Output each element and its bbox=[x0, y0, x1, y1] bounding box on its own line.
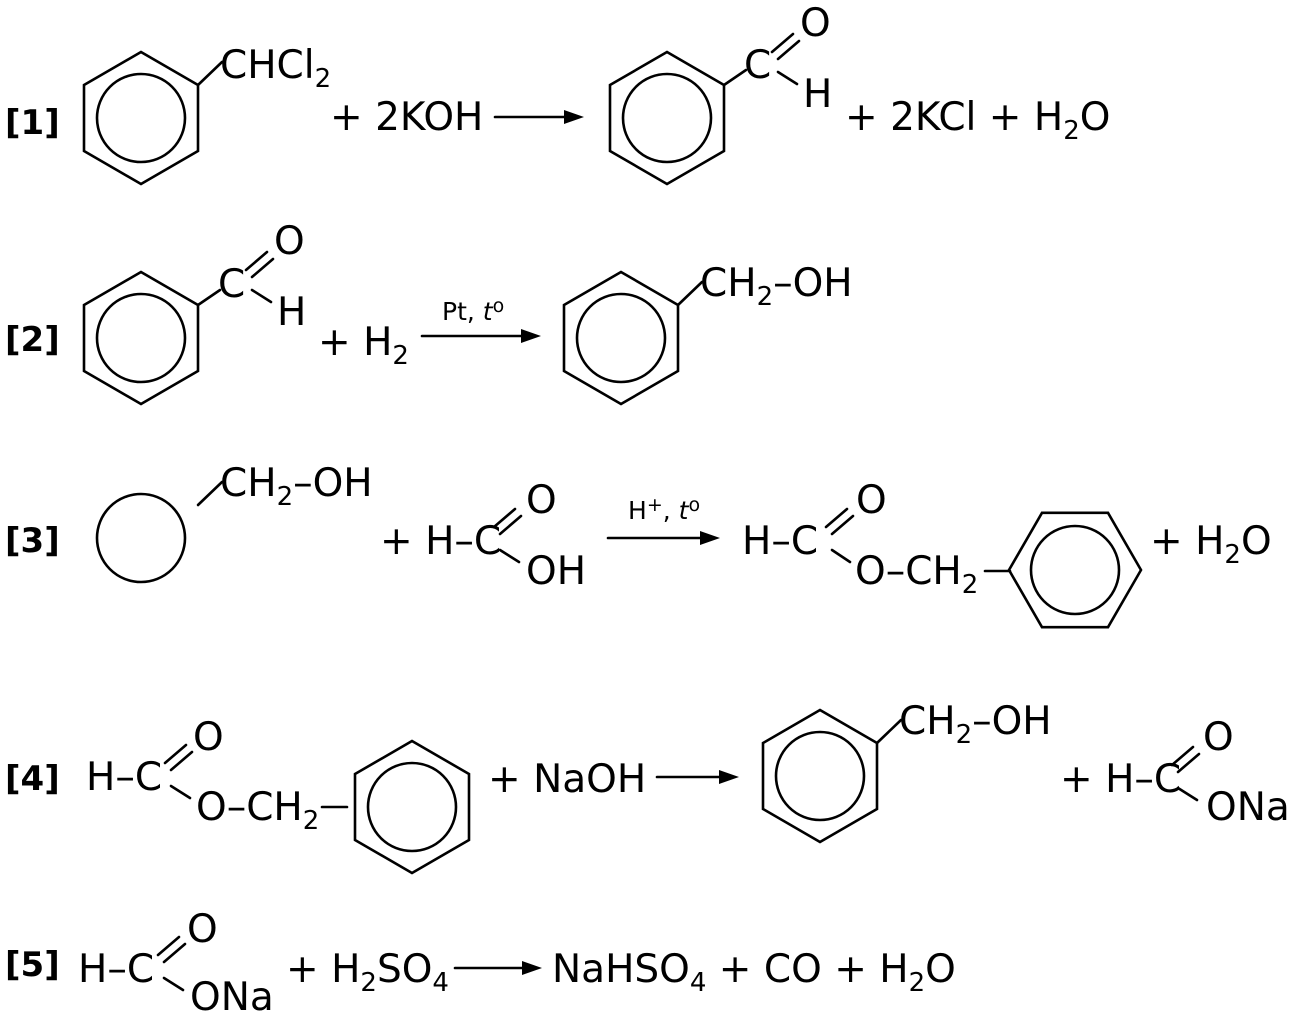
double-bond bbox=[824, 507, 849, 529]
hydroxymethyl-group: CH2–OH bbox=[700, 261, 853, 312]
benzene-ring bbox=[82, 50, 200, 186]
reaction-label: [1] bbox=[5, 103, 60, 143]
ester-linkage: O–CH2 bbox=[855, 549, 978, 600]
reaction-arrow bbox=[453, 961, 542, 975]
aldehyde-oxygen: O bbox=[800, 1, 831, 46]
hydroxymethyl-group: CH2–OH bbox=[220, 461, 373, 512]
aldehyde-carbon: C bbox=[218, 262, 245, 307]
double-bond bbox=[156, 935, 181, 957]
reaction-arrow bbox=[655, 770, 739, 784]
reaction-label: [2] bbox=[5, 320, 60, 360]
bond bbox=[722, 68, 748, 87]
water-product: + H2O bbox=[1150, 519, 1272, 570]
benzene-ring bbox=[761, 708, 879, 844]
reaction-condition: H+, to bbox=[628, 494, 700, 525]
aldehyde-carbon: C bbox=[744, 43, 771, 88]
reaction-condition: Pt, to bbox=[442, 295, 504, 326]
ester-carbonyl-oxygen: O bbox=[193, 715, 224, 760]
sodium-formate-ona: ONa bbox=[190, 975, 274, 1020]
bond bbox=[250, 288, 273, 304]
double-bond bbox=[770, 32, 795, 54]
benzene-ring bbox=[82, 270, 200, 406]
bond bbox=[196, 288, 222, 307]
ester-linkage: O–CH2 bbox=[196, 785, 319, 836]
bond bbox=[776, 70, 799, 86]
bond bbox=[830, 548, 852, 564]
ester-prefix: H–C bbox=[742, 519, 818, 564]
reaction-label: [4] bbox=[5, 759, 60, 799]
bond bbox=[498, 548, 521, 564]
reaction-2: [2] C O H + H2 Pt, to CH2–OH bbox=[5, 219, 853, 406]
benzene-ring bbox=[562, 270, 680, 406]
reaction-4: [4] H–C O O–CH2 + NaOH CH2–OH + H–C O ON… bbox=[5, 699, 1290, 875]
bond bbox=[1176, 786, 1199, 802]
double-bond bbox=[1176, 752, 1201, 774]
sulfuric-acid: + H2SO4 bbox=[286, 947, 449, 998]
sodium-formate-oxygen: O bbox=[1203, 715, 1234, 760]
reaction-label: [3] bbox=[5, 521, 60, 561]
benzene-ring bbox=[608, 50, 726, 186]
double-bond bbox=[163, 743, 188, 765]
aldehyde-oxygen: O bbox=[274, 219, 305, 264]
sodium-formate-prefix: + H–C bbox=[1060, 757, 1181, 802]
double-bond bbox=[498, 514, 523, 536]
aldehyde-hydrogen: H bbox=[277, 290, 306, 335]
double-bond bbox=[1170, 745, 1195, 767]
double-bond bbox=[830, 514, 855, 536]
aromatic-circle bbox=[1029, 524, 1121, 616]
sodium-formate-oxygen: O bbox=[187, 907, 218, 952]
bond bbox=[169, 784, 192, 800]
reaction-arrow bbox=[606, 531, 720, 545]
bond bbox=[676, 280, 704, 307]
reaction-5: [5] H–C O ONa + H2SO4 NaHSO4 + CO + H2O bbox=[5, 907, 956, 1020]
bond bbox=[196, 60, 224, 87]
reagent-naoh: + NaOH bbox=[488, 757, 646, 802]
formic-acid-hydroxyl: OH bbox=[526, 549, 586, 594]
products: NaHSO4 + CO + H2O bbox=[552, 947, 956, 998]
reaction-arrow bbox=[493, 110, 584, 124]
bond bbox=[162, 976, 185, 992]
formic-acid-prefix: + H–C bbox=[380, 519, 501, 564]
double-bond bbox=[250, 257, 275, 279]
reagent-koh: + 2KOH bbox=[330, 95, 483, 140]
reagent-h2: + H2 bbox=[318, 320, 409, 371]
formic-acid-oxygen: O bbox=[526, 478, 557, 523]
aldehyde-hydrogen: H bbox=[803, 72, 832, 117]
double-bond bbox=[492, 507, 517, 529]
dichloromethyl-group: CHCl2 bbox=[220, 43, 331, 94]
double-bond bbox=[244, 250, 269, 272]
double-bond bbox=[776, 39, 801, 61]
bond bbox=[875, 718, 903, 745]
bond bbox=[196, 480, 224, 507]
hydroxymethyl-group: CH2–OH bbox=[899, 699, 1052, 750]
double-bond bbox=[162, 942, 187, 964]
benzene-ring bbox=[353, 739, 471, 875]
double-bond bbox=[169, 750, 194, 772]
reaction-1: [1] CHCl2 + 2KOH C O H + 2KCl + H2O bbox=[5, 1, 1110, 186]
reaction-3: [3] CH2–OH + H–C O OH H+, to H–C O O–CH2… bbox=[5, 461, 1272, 629]
benzene-ring bbox=[95, 492, 1143, 629]
ester-carbonyl-oxygen: O bbox=[856, 478, 887, 523]
sodium-formate-ona: ONa bbox=[1206, 785, 1290, 830]
ester-prefix: H–C bbox=[86, 755, 162, 800]
reaction-label: [5] bbox=[5, 945, 60, 985]
sodium-formate-prefix: H–C bbox=[78, 947, 154, 992]
byproducts: + 2KCl + H2O bbox=[845, 95, 1110, 146]
reaction-arrow bbox=[420, 329, 541, 343]
